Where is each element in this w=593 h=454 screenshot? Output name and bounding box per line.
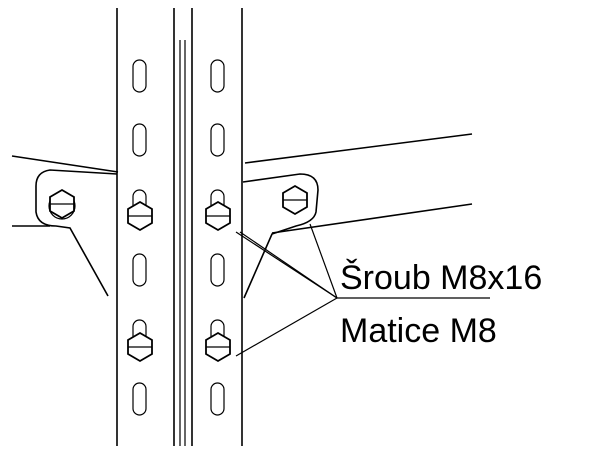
slot [210, 382, 225, 416]
slot [210, 123, 225, 157]
right-upright [184, 8, 243, 446]
label-nut: Matice M8 [340, 312, 497, 350]
right-beam [244, 133, 473, 234]
left-bracket [35, 169, 118, 297]
bolt-right-lower [205, 319, 231, 363]
slot [210, 253, 225, 287]
leader-lines [235, 223, 490, 357]
nut-right-bracket [282, 184, 308, 216]
slot [132, 59, 147, 93]
bolt-left-upper [127, 189, 153, 232]
bolt-right-upper [205, 189, 231, 232]
slot [132, 382, 147, 416]
right-bracket [242, 173, 319, 299]
slot [132, 123, 147, 157]
slot [210, 59, 225, 93]
nut-left-bracket [49, 188, 75, 220]
bolt-left-lower [127, 319, 153, 363]
slot [132, 253, 147, 287]
left-upright [116, 8, 181, 446]
label-screw: Šroub M8x16 [340, 259, 542, 297]
left-upright-slots [132, 59, 147, 416]
left-beam [11, 155, 119, 227]
right-upright-slots [210, 59, 225, 416]
